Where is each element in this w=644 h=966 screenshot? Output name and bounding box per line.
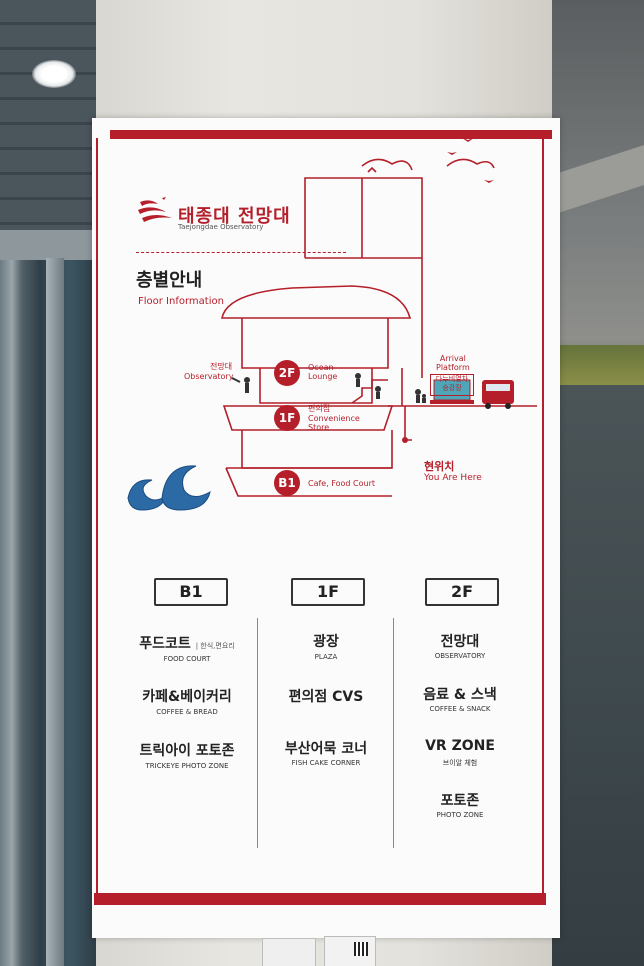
outside-greenery (560, 345, 644, 385)
floor-guide-sign: 태종대 전망대 Taejongdae Observatory 층별안내 Floo… (92, 118, 560, 938)
sign-top-bar (110, 130, 552, 139)
item-name-en: 브이알 체험 (442, 759, 478, 767)
door-post (46, 258, 64, 966)
item-name: 포토존 (440, 793, 480, 809)
you-are-here-kr: 현위치 (424, 460, 455, 473)
sign-bottom-bar (94, 893, 546, 905)
page-title: 층별안내 (136, 270, 203, 291)
ceiling-panels (0, 0, 100, 230)
item-name: 전망대 (440, 634, 480, 650)
item-name: 트릭아이 포토존 (139, 743, 235, 759)
logo-text-korean: 태종대 전망대 (178, 206, 291, 227)
column-header-1f: 1F (291, 578, 365, 606)
label-store-kr: 편의점 (308, 404, 331, 413)
badge-b1: B1 (274, 470, 300, 496)
item-name: 광장 (313, 634, 339, 650)
item-name: 카페&베이커리 (142, 689, 232, 705)
wall-outlet (262, 938, 316, 966)
arrival-platform-label: Arrival Platform (436, 354, 470, 372)
label-store-en: Convenience Store (308, 414, 360, 432)
item-name: 편의점 CVS (288, 689, 364, 705)
train-station-box: 다누비열차 승강장 (430, 374, 474, 396)
station-kr-line1: 다누비열차 (435, 375, 469, 383)
item-note: | 한식,면요리 (195, 642, 235, 650)
item-name-en: COFFEE & SNACK (429, 705, 491, 713)
wall-plaque (324, 936, 376, 966)
arrival-line1: Arrival (439, 354, 466, 363)
column-header-b1: B1 (154, 578, 228, 606)
glass-wall-right (552, 385, 644, 966)
item-name-en: TRICKEYE PHOTO ZONE (145, 762, 229, 770)
column-divider (393, 618, 394, 848)
list-item: 푸드코트 | 한식,면요리 (122, 633, 252, 653)
item-name: 푸드코트 (139, 636, 191, 652)
item-name-en: FISH CAKE CORNER (291, 759, 361, 767)
divider-dashed (136, 252, 346, 253)
label-ocean-lounge: Ocean Lounge (308, 363, 338, 381)
column-divider (257, 618, 258, 848)
badge-1f: 1F (274, 405, 300, 431)
logo-text-english: Taejongdae Observatory (178, 223, 264, 231)
item-name: 음료 & 스낵 (423, 687, 497, 703)
item-name-en: PLAZA (314, 653, 338, 661)
badge-2f: 2F (274, 360, 300, 386)
column-header-2f: 2F (425, 578, 499, 606)
label-observatory-en: Observatory (184, 372, 234, 381)
item-name-en: OBSERVATORY (434, 652, 486, 660)
you-are-here-en: You Are Here (424, 473, 482, 483)
item-name-en: FOOD COURT (163, 655, 211, 663)
label-observatory-kr: 전망대 (210, 362, 233, 371)
building-diagram (127, 138, 537, 511)
item-name: 부산어묵 코너 (284, 741, 368, 757)
page-subtitle: Floor Information (138, 296, 224, 307)
sign-border (96, 138, 544, 894)
item-name: VR ZONE (425, 738, 495, 754)
logo-wave-icon (138, 197, 172, 222)
station-kr-line2: 승강장 (442, 384, 462, 392)
item-name-en: PHOTO ZONE (436, 811, 484, 819)
item-name-en: COFFEE & BREAD (156, 708, 218, 716)
arrival-line2: Platform (436, 363, 470, 372)
ceiling-lamp (32, 60, 76, 88)
label-cafe-food-court: Cafe, Food Court (308, 479, 376, 488)
qr-code-icon (354, 942, 368, 956)
door-frame (0, 230, 100, 260)
